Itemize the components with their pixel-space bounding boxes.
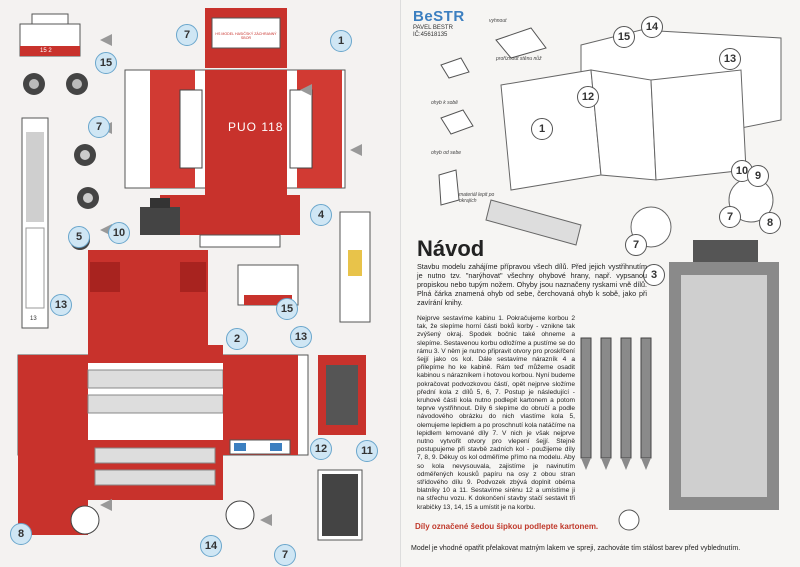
- badge-11: 11: [356, 440, 378, 462]
- diag-fold-top2: proříznout stěnu nůž: [496, 56, 542, 62]
- part-2-body: [17, 250, 309, 535]
- diag-part-9: 9: [747, 165, 769, 187]
- part-12-siren: [229, 439, 291, 455]
- diag-part-15: 15: [613, 26, 635, 48]
- brand-line-2: IČ:45618135: [413, 32, 448, 38]
- diag-part-7a: 7: [625, 234, 647, 256]
- badge-1: 1: [330, 30, 352, 52]
- badge-15b: 15: [276, 298, 298, 320]
- badge-5: 5: [68, 226, 90, 248]
- part-15-small: [237, 264, 299, 306]
- fold-diagrams: [438, 27, 547, 206]
- cutout-sheet: PUO 118 HS MODEL HASIČSKÝ ZÁCHRANNÝ SBOR…: [10, 8, 378, 566]
- instructions-title: Návod: [417, 236, 485, 261]
- part-1-cab: [124, 8, 346, 248]
- badge-12: 12: [310, 438, 332, 460]
- diag-fold-low: ohyb od sebe: [431, 150, 462, 156]
- badge-8: 8: [10, 523, 32, 545]
- badge-7c: 7: [274, 544, 296, 566]
- part-13-strip-label: 13: [30, 316, 37, 322]
- diag-part-1: 1: [531, 118, 553, 140]
- brand-block: BeSTR PAVEL BESTR IČ:45618135: [413, 8, 465, 39]
- diag-material: materiál lepit po okrajích: [459, 192, 495, 204]
- chassis-part-3: [669, 240, 779, 510]
- diag-part-8: 8: [759, 212, 781, 234]
- cab-plate: PUO 118: [228, 120, 284, 134]
- diag-fold-top: vyhnout: [489, 18, 507, 24]
- cardboard-circle: [618, 509, 640, 531]
- instructions-intro: Stavbu modelu zahájíme přípravou všech d…: [417, 262, 647, 307]
- part-13-strip: [21, 117, 49, 329]
- part-13-box: [318, 355, 366, 435]
- diag-part-3: 3: [643, 264, 665, 286]
- part-4-bumper: [339, 211, 371, 323]
- diag-part-14: 14: [641, 16, 663, 38]
- windshield-strip: HS MODEL HASIČSKÝ ZÁCHRANNÝ SBOR: [215, 32, 277, 40]
- badge-7a: 7: [176, 24, 198, 46]
- diag-part-7b: 7: [719, 206, 741, 228]
- badge-14: 14: [200, 535, 222, 557]
- diag-part-13: 13: [719, 48, 741, 70]
- instructions-body: Nejprve sestavíme kabinu 1. Pokračujeme …: [417, 315, 575, 511]
- diag-part-12: 12: [577, 86, 599, 108]
- parts-drawing: [17, 8, 371, 541]
- footer-text: Model je vhodné opatřit přelakovat matný…: [411, 545, 741, 552]
- part-15-box: [19, 13, 81, 57]
- badge-7b: 7: [88, 116, 110, 138]
- badge-15a: 15: [95, 52, 117, 74]
- badge-10: 10: [108, 222, 130, 244]
- diag-fold-mid: ohyb k sobě: [431, 100, 458, 106]
- badge-2: 2: [226, 328, 248, 350]
- instruction-sheet: BeSTR PAVEL BESTR IČ:45618135: [400, 0, 800, 567]
- brand-line-1: PAVEL BESTR: [413, 25, 453, 31]
- part-15-strip-label: 15 2: [40, 48, 52, 54]
- warning-text: Díly označené šedou šipkou podlepte kart…: [415, 522, 599, 531]
- badge-13b: 13: [290, 326, 312, 348]
- brand-logo: BeSTR: [413, 8, 465, 25]
- axle-strips: [580, 337, 652, 470]
- part-10: [140, 198, 180, 235]
- badge-13a: 13: [50, 294, 72, 316]
- badge-4: 4: [310, 204, 332, 226]
- wheels-bottom: [70, 500, 255, 535]
- diag-part-10: 10: [731, 160, 753, 182]
- part-11: [317, 469, 363, 541]
